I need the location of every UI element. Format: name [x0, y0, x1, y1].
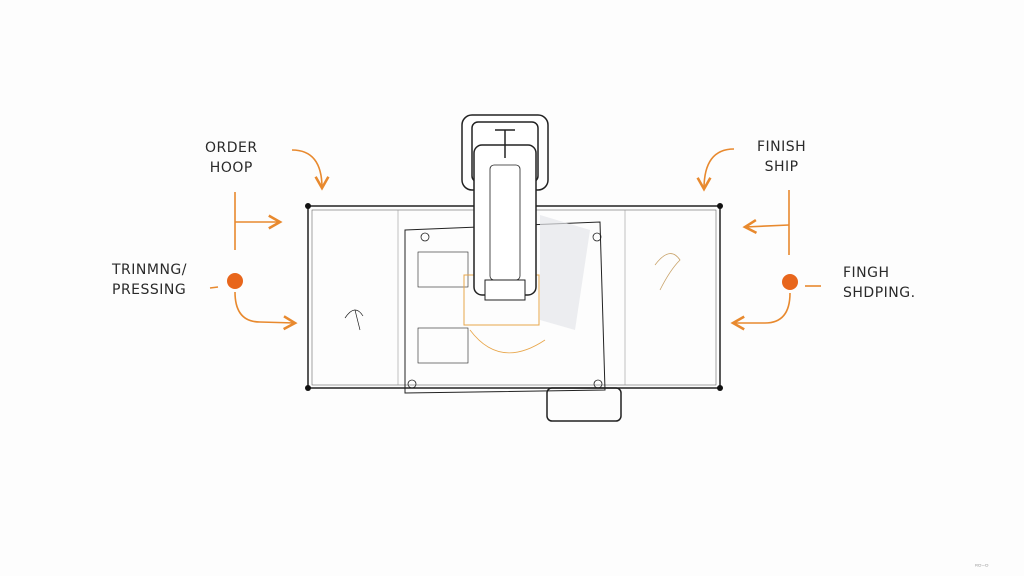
label-finish-ship: FINISH SHIP	[757, 137, 806, 177]
label-line: SHIP	[764, 159, 799, 175]
arrow-trimming	[234, 291, 298, 331]
label-trimming-pressing: TRINMNG/ PRESSING	[112, 260, 187, 300]
label-line: FINISH	[757, 139, 807, 155]
corner-marks	[305, 203, 723, 391]
arrow-finishing	[730, 292, 791, 331]
signature: ᴿᴰ⁻ᴰ	[975, 563, 989, 571]
right-flow-arrows	[696, 148, 821, 331]
label-line: PRESSING	[112, 282, 187, 298]
label-line: ORDER	[205, 140, 258, 156]
label-line: FINGH	[843, 265, 890, 281]
right-step-dot	[782, 274, 798, 290]
arrow-finish-ship	[742, 219, 790, 235]
label-line: HOOP	[209, 160, 253, 176]
label-order-hoop: ORDER HOOP	[205, 138, 258, 178]
arrow-to-table-top-left	[291, 149, 330, 191]
label-line: TRINMNG/	[112, 262, 187, 278]
label-finishing-shipping: FINGH SHDPING.	[843, 263, 916, 303]
left-flow-arrows	[209, 149, 330, 331]
left-step-dot	[227, 273, 243, 289]
sewing-machine-head	[461, 114, 549, 301]
arrow-to-table-top-right	[696, 148, 735, 192]
label-line: SHDPING.	[843, 285, 916, 301]
